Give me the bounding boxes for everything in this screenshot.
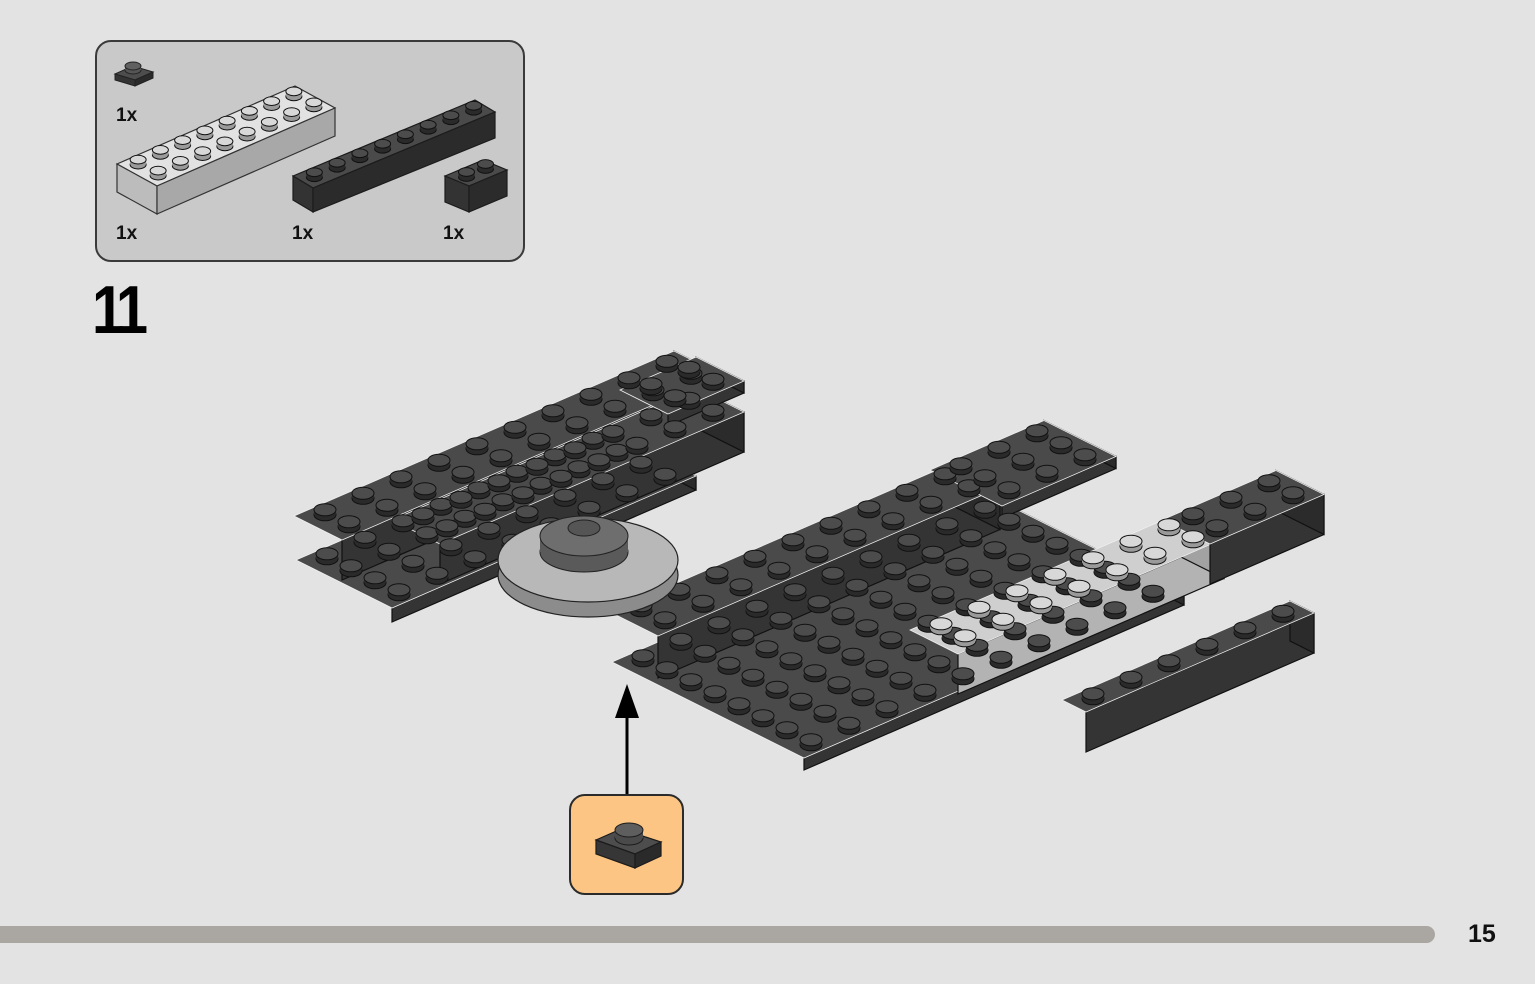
step-number: 11 bbox=[92, 272, 148, 348]
part-quantity-4: 1x bbox=[443, 223, 465, 244]
brick-2x3-corner bbox=[1161, 469, 1325, 585]
part-quantity-3: 1x bbox=[292, 223, 314, 244]
part-quantity-1: 1x bbox=[116, 105, 138, 126]
progress-bar bbox=[0, 926, 1435, 943]
turntable-icon bbox=[497, 515, 679, 618]
placement-arrow-icon bbox=[615, 684, 639, 795]
part-quantity-2: 1x bbox=[116, 223, 138, 244]
plate-1x1-icon bbox=[594, 822, 663, 869]
plate-1x1-icon bbox=[113, 61, 155, 87]
parts-list-illustration bbox=[113, 61, 509, 216]
page-number: 15 bbox=[1468, 920, 1496, 948]
parts-list-box: 1x 1x 1x 1x bbox=[95, 40, 525, 262]
callout-box bbox=[569, 794, 684, 895]
brick-2x8-light-icon bbox=[115, 85, 337, 216]
